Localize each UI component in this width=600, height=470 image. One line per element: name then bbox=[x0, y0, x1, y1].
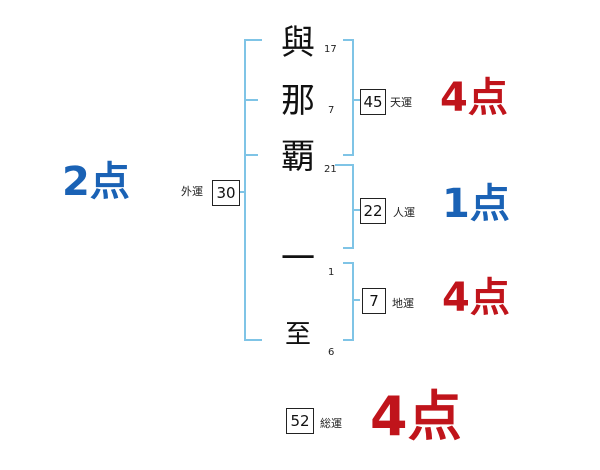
jinkaku-bracket bbox=[335, 164, 354, 249]
chikaku-value-box: 7 bbox=[362, 288, 386, 314]
stroke-count-5: 6 bbox=[328, 347, 335, 358]
soukaku-value-box: 52 bbox=[286, 408, 314, 434]
character-2: 那 bbox=[281, 81, 315, 121]
jinkaku-label: 人運 bbox=[393, 206, 415, 219]
tenkaku-bracket bbox=[343, 39, 354, 156]
character-4: 一 bbox=[281, 239, 315, 279]
chikaku-bracket bbox=[343, 262, 354, 341]
chikaku-label: 地運 bbox=[392, 297, 414, 310]
tenkaku-score: 4点 bbox=[440, 75, 508, 121]
stroke-count-3: 21 bbox=[324, 164, 337, 175]
soukaku-label: 総運 bbox=[320, 417, 342, 430]
gaikaku-bracket bbox=[244, 39, 262, 341]
tenkaku-value-box: 45 bbox=[360, 89, 386, 115]
stroke-count-1: 17 bbox=[324, 44, 337, 55]
character-1: 與 bbox=[281, 23, 315, 63]
gaikaku-value-box: 30 bbox=[212, 180, 240, 206]
chikaku-score: 4点 bbox=[442, 275, 510, 321]
stroke-count-4: 1 bbox=[328, 267, 335, 278]
jinkaku-value-box: 22 bbox=[360, 198, 386, 224]
gaikaku-label: 外運 bbox=[181, 185, 203, 198]
character-5: 至 bbox=[284, 320, 311, 350]
character-3: 覇 bbox=[281, 137, 315, 177]
soukaku-score: 4点 bbox=[370, 385, 462, 448]
gaikaku-score: 2点 bbox=[62, 159, 130, 205]
tenkaku-label: 天運 bbox=[390, 96, 412, 109]
stroke-count-2: 7 bbox=[328, 105, 335, 116]
jinkaku-score: 1点 bbox=[442, 181, 510, 227]
